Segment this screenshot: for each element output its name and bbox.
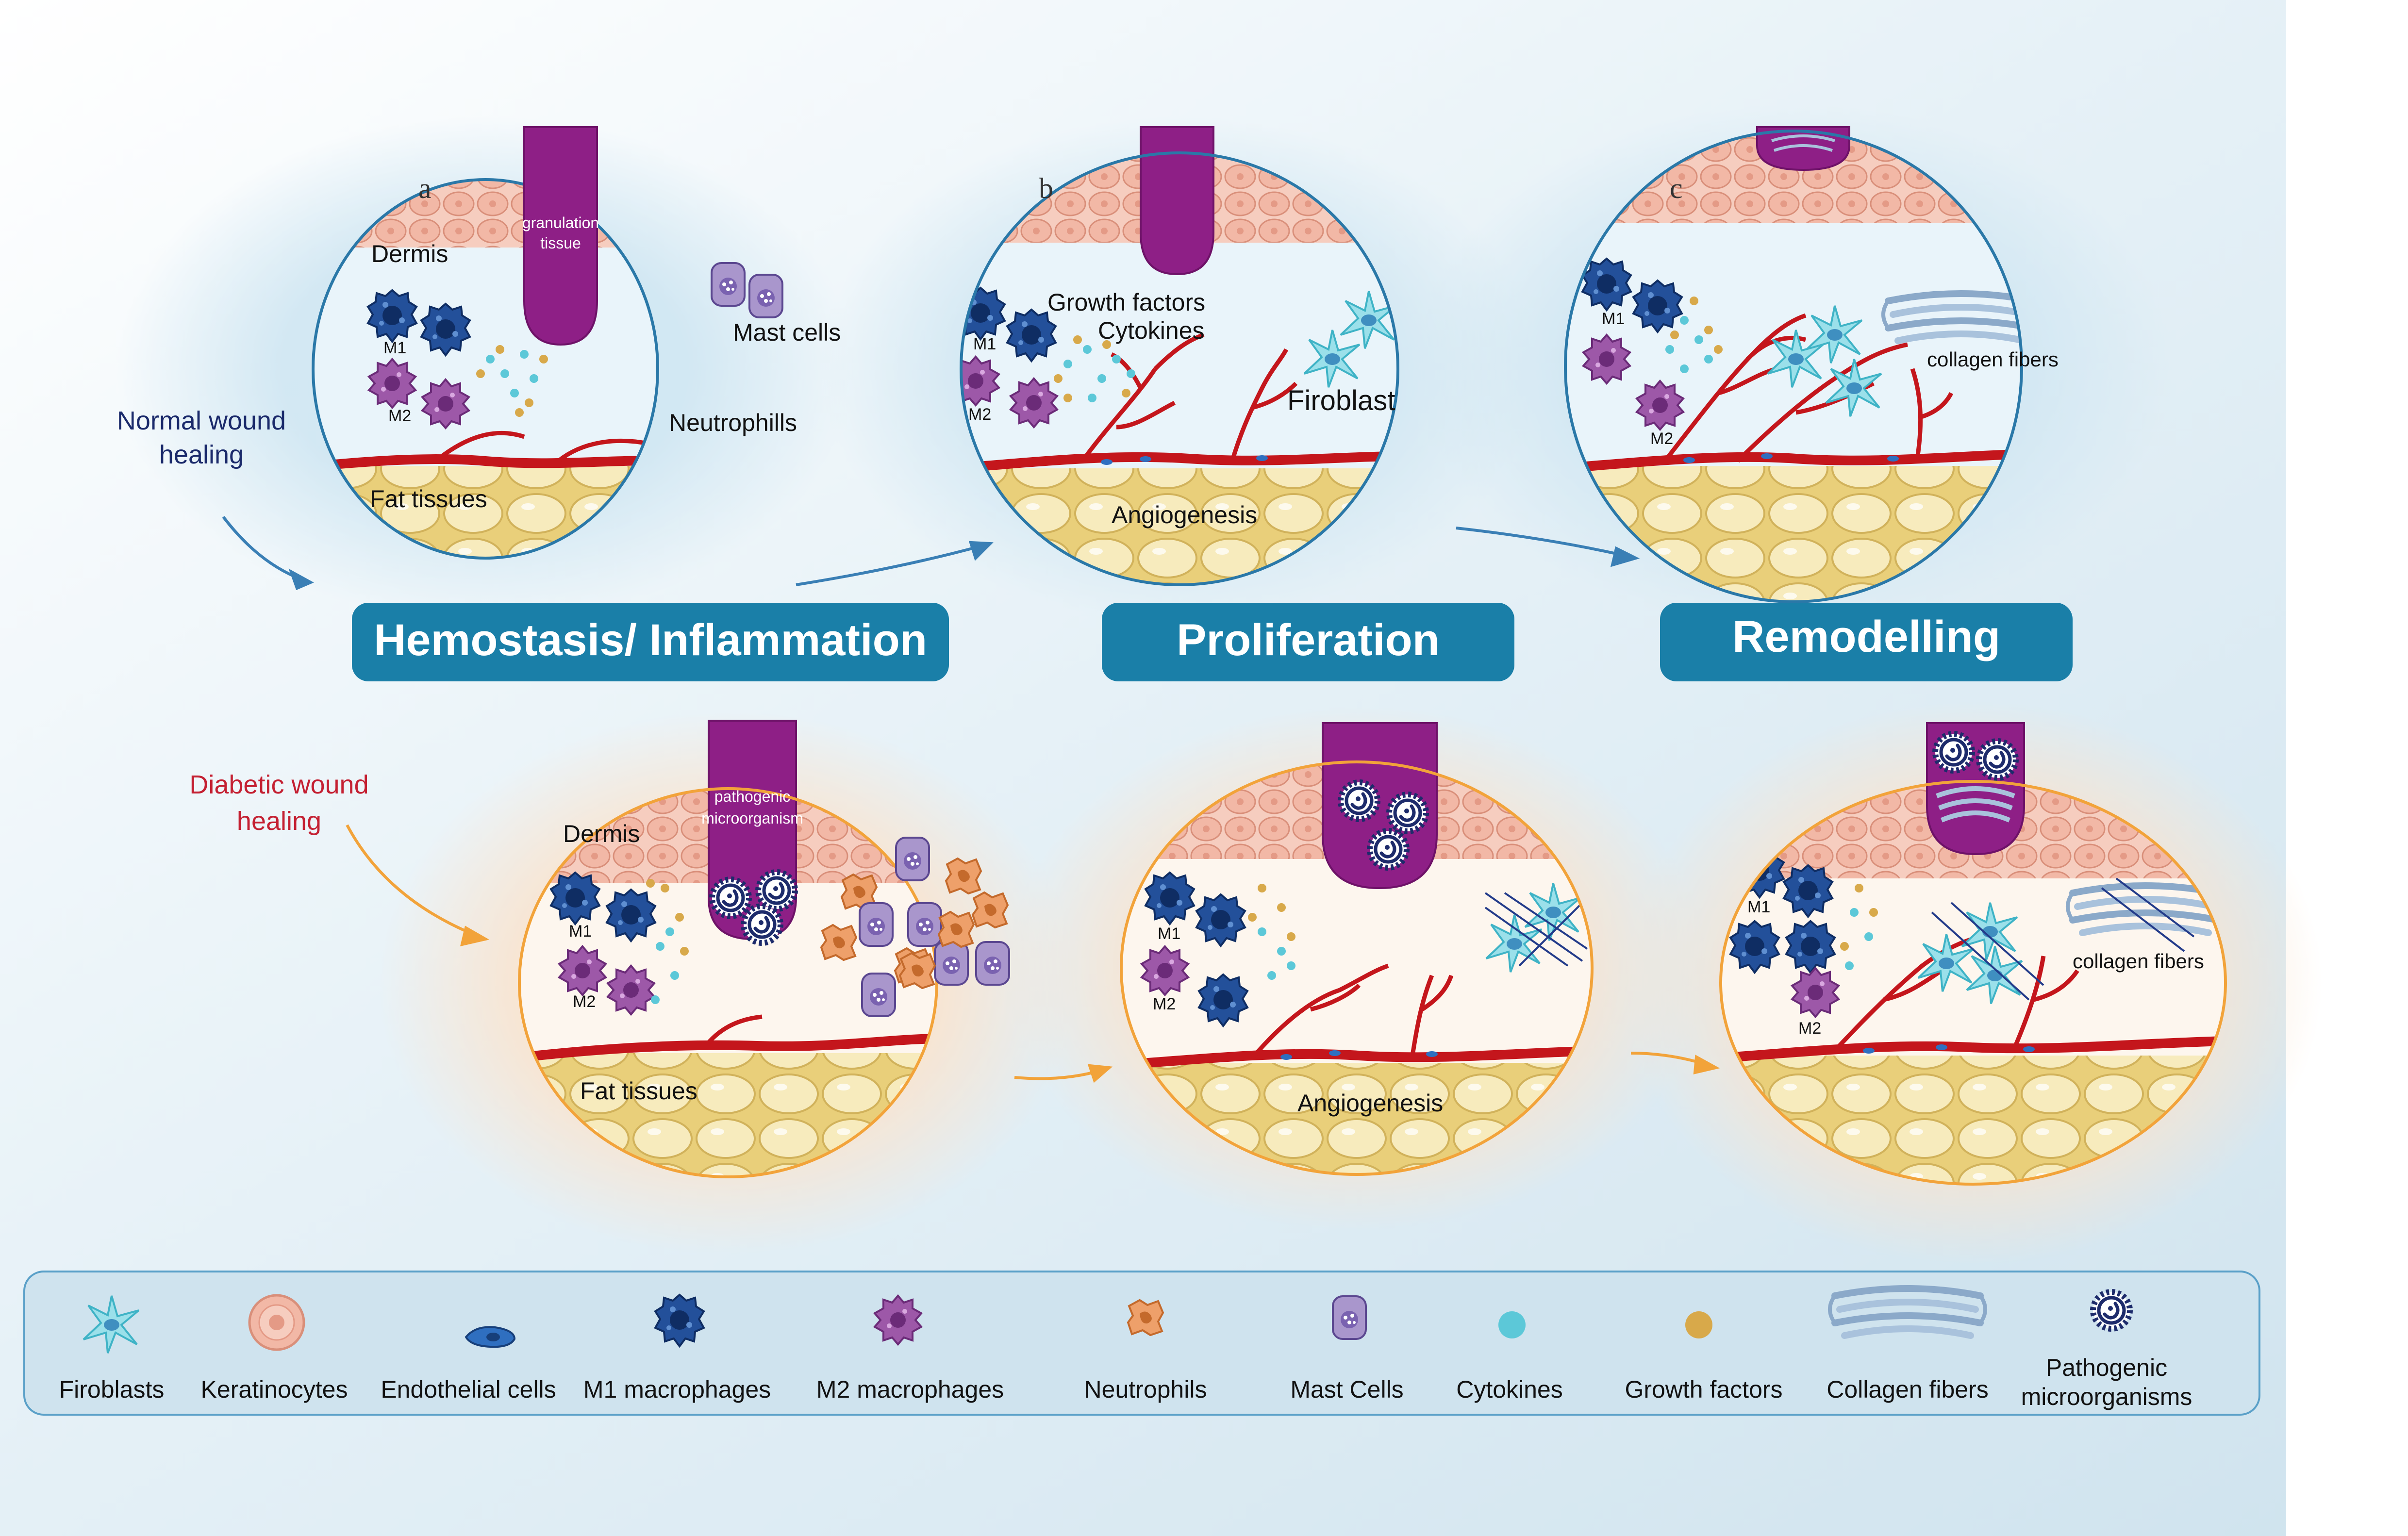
pathogenic-microorganism-icon [2093,1292,2130,1329]
growth-factor-icon [1685,1311,1712,1338]
legend-label-10b: microorganisms [2021,1383,2192,1410]
panel-a-m1: M1 [383,339,406,357]
panel-b-firoblast: Firoblast [1287,385,1395,416]
tissue-b [1140,126,1214,276]
panel-e-angio: Angiogenesis [1297,1090,1443,1117]
endothelial-cell-icon [465,1326,515,1348]
panel-a-dermis: Dermis [371,240,448,267]
panel-b-growth: Growth factors [1047,289,1205,316]
panel-b-letter: b [1039,172,1053,204]
panel-f-m1: M1 [1747,898,1770,916]
legend-label-0: Firoblasts [59,1376,165,1403]
svg-text:Proliferation: Proliferation [1177,615,1440,665]
legend-label-10: Pathogenic [2046,1354,2167,1381]
legend-label-8: Growth factors [1625,1376,1782,1403]
legend-label-4: M2 macrophages [816,1376,1004,1403]
phase-banner-inflammation: Hemostasis/ Inflammation [352,603,949,681]
panel-e-m2: M2 [1153,995,1176,1013]
cytokine-icon [1498,1311,1526,1338]
panel-c-m1: M1 [1602,310,1625,328]
legend: Firoblasts Keratinocytes Endothelial cel… [23,1271,2260,1416]
panel-a-letter: a [418,172,432,204]
legend-label-2: Endothelial cells [381,1376,556,1403]
normal-row-arrows [222,516,1640,591]
diabetic-row-arrows [346,824,1720,1083]
panel-a-fat: Fat tissues [370,485,487,512]
panel-d-m1: M1 [569,922,592,941]
legend-label-3: M1 macrophages [583,1376,771,1403]
panel-a-tissue-2: tissue [540,234,581,252]
panel-a-mast: Mast cells [733,319,841,346]
panel-d-dermis: Dermis [563,820,640,847]
panel-b-cytokines: Cytokines [1098,317,1205,344]
panel-b-angio: Angiogenesis [1112,501,1257,529]
phase-banner-proliferation: Proliferation [1102,603,1514,681]
panel-f-m2: M2 [1798,1019,1821,1038]
keratinocyte-icon [249,1295,304,1350]
panel-c-m2: M2 [1650,429,1673,448]
panel-a-m2: M2 [388,407,411,425]
panel-a-tissue-1: granulation [522,214,599,231]
svg-text:Hemostasis/ Inflammation: Hemostasis/ Inflammation [374,615,927,665]
panel-c-letter: c [1670,172,1683,204]
neutrophil-icon [1127,1299,1164,1336]
mast-cell-icon [1332,1295,1367,1340]
legend-label-1: Keratinocytes [201,1376,348,1403]
legend-label-7: Cytokines [1456,1376,1563,1403]
phase-banner-remodelling: Remodelling [1660,603,2073,681]
normal-row-label-2: healing [159,440,244,469]
panel-d-m2: M2 [573,992,596,1011]
svg-text:Remodelling: Remodelling [1732,612,2000,661]
legend-label-5: Neutrophils [1084,1376,1207,1403]
panel-d-fat: Fat tissues [580,1077,697,1105]
diabetic-row-label-2: healing [237,807,321,836]
panel-f-collagen: collagen fibers [2073,950,2204,973]
panel-c-collagen: collagen fibers [1927,348,2059,371]
mast-cell [711,262,746,307]
panel-a-neutro: Neutrophills [669,409,797,436]
tissue-a [523,126,598,346]
diabetic-row-label-1: Diabetic wound [189,770,368,799]
panel-d-tissue-2: microorganism [701,809,803,827]
right-strip [2286,0,2408,1536]
normal-row-label-1: Normal wound [117,406,286,435]
legend-label-9: Collagen fibers [1827,1376,1989,1403]
mast-cell [748,274,783,318]
legend-label-6: Mast Cells [1290,1376,1403,1403]
panel-e-m1: M1 [1158,925,1180,943]
panel-d-tissue-1: pathogenic [714,788,791,805]
panel-b-m2: M2 [968,405,991,424]
panel-b-m1: M1 [973,335,996,353]
